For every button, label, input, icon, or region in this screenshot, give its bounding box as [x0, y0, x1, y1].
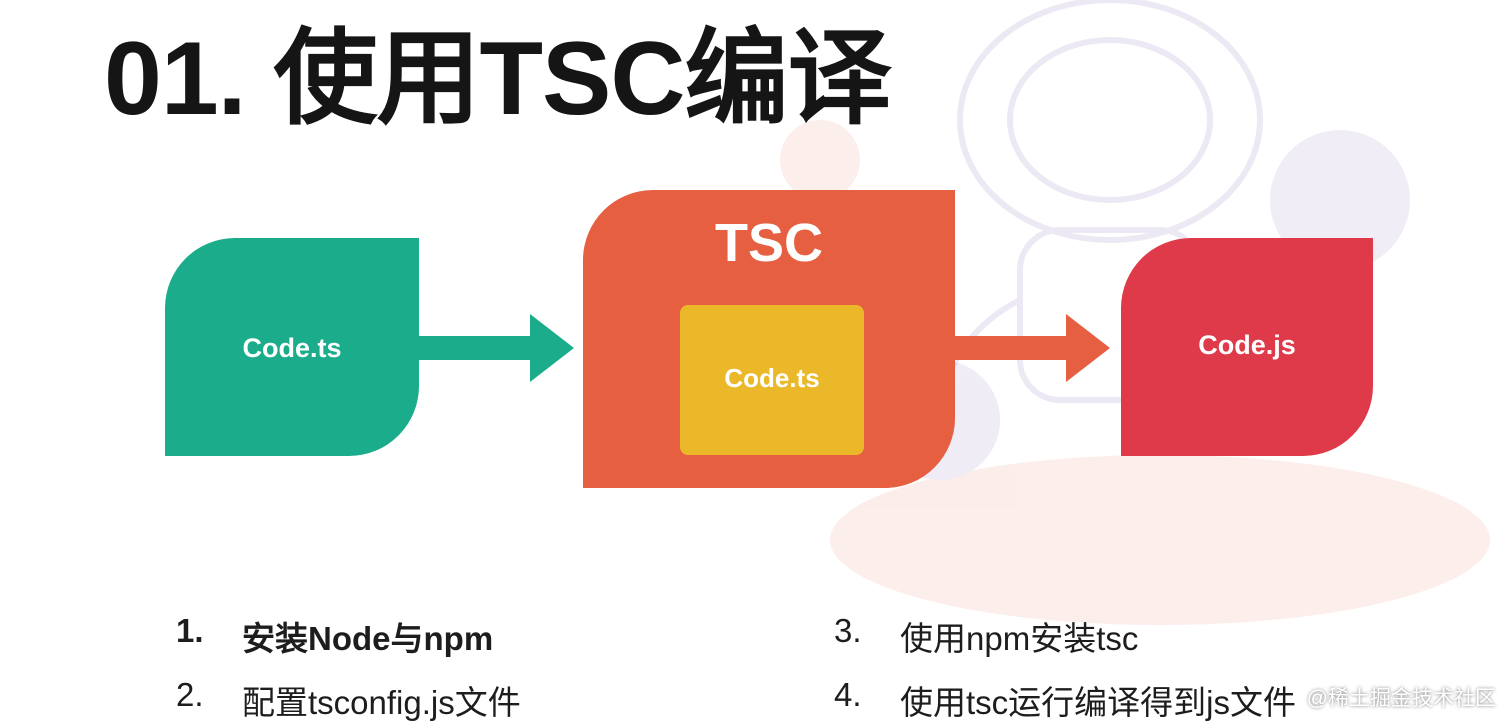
step-text: 配置tsconfig.js文件: [242, 684, 521, 721]
source-code-box: Code.ts: [165, 238, 419, 456]
step-number: 2.: [176, 676, 204, 713]
arrow-right-icon: [418, 314, 574, 382]
watermark: @稀土掘金技术社区: [1306, 687, 1496, 710]
step-number: 1.: [176, 612, 204, 649]
arrow-in-shape: [418, 314, 574, 382]
step-text: 使用npm安装tsc: [900, 620, 1139, 657]
step-number: 3.: [834, 612, 862, 649]
step-text: 使用tsc运行编译得到js文件: [900, 684, 1296, 721]
arrow-right-icon: [954, 314, 1110, 382]
output-code-box: Code.js: [1121, 238, 1373, 456]
output-code-label: Code.js: [1198, 330, 1296, 360]
tsc-inner-code-label: Code.ts: [724, 363, 820, 393]
arrow-out-shape: [954, 314, 1110, 382]
tsc-compiler-title: TSC: [715, 213, 823, 273]
tsc-compiler-box: TSC Code.ts: [583, 190, 955, 488]
tsc-inner-code-box: Code.ts: [680, 305, 864, 455]
step-number: 4.: [834, 676, 862, 713]
step-text: 安装Node与npm: [242, 620, 494, 657]
source-code-label: Code.ts: [242, 333, 342, 363]
slide-title: 01. 使用TSC编译: [104, 21, 891, 137]
